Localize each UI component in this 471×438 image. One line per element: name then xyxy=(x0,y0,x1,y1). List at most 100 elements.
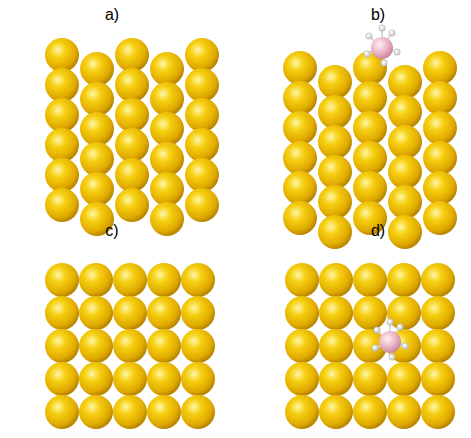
gold-atom xyxy=(185,188,219,222)
panel-letter: b) xyxy=(371,6,385,24)
gold-atom xyxy=(388,65,422,99)
gold-atom xyxy=(423,51,457,85)
gold-atom xyxy=(185,158,219,192)
gold-atom xyxy=(421,329,455,363)
gold-atom xyxy=(421,395,455,429)
gold-atom xyxy=(113,329,147,363)
gold-atom xyxy=(45,188,79,222)
gold-atom xyxy=(45,98,79,132)
gold-atom xyxy=(113,263,147,297)
gold-atom xyxy=(79,362,113,396)
gold-atom xyxy=(80,172,114,206)
gold-atom xyxy=(353,81,387,115)
gold-atom xyxy=(353,395,387,429)
gold-atom xyxy=(147,296,181,330)
gold-atom xyxy=(423,141,457,175)
adsorbed-molecule xyxy=(372,319,408,360)
gold-atom xyxy=(185,68,219,102)
gold-atom xyxy=(181,329,215,363)
gold-atom xyxy=(283,81,317,115)
hydrogen-atom xyxy=(387,319,393,325)
gold-atom xyxy=(319,362,353,396)
gold-atom xyxy=(181,263,215,297)
gold-atom xyxy=(45,158,79,192)
gold-atom xyxy=(115,158,149,192)
gold-atom xyxy=(79,263,113,297)
gold-atom xyxy=(185,38,219,72)
gold-atom xyxy=(147,395,181,429)
gold-atom xyxy=(79,296,113,330)
gold-atom xyxy=(147,263,181,297)
gold-atom xyxy=(319,329,353,363)
gold-atom xyxy=(150,52,184,86)
top-view-slab-adsorbate xyxy=(285,263,455,429)
gold-atom xyxy=(388,215,422,249)
gold-atom xyxy=(147,362,181,396)
hydrogen-atom xyxy=(389,30,395,36)
gold-atom xyxy=(353,263,387,297)
gold-atom xyxy=(353,171,387,205)
central-atom xyxy=(371,37,393,59)
gold-atom xyxy=(319,296,353,330)
gold-atom xyxy=(318,65,352,99)
hydrogen-atom xyxy=(402,343,408,349)
gold-atom xyxy=(185,128,219,162)
gold-atom xyxy=(115,188,149,222)
gold-atom xyxy=(80,112,114,146)
hydrogen-atom xyxy=(374,327,380,333)
gold-atom xyxy=(318,215,352,249)
gold-atom xyxy=(285,263,319,297)
gold-atom xyxy=(318,155,352,189)
gold-atom xyxy=(150,142,184,176)
gold-atom xyxy=(115,128,149,162)
gold-atom xyxy=(388,95,422,129)
gold-atom xyxy=(45,38,79,72)
hydrogen-atom xyxy=(381,60,387,66)
gold-atom xyxy=(45,395,79,429)
hydrogen-atom xyxy=(379,25,385,31)
gold-atom xyxy=(388,125,422,159)
side-view-slab-adsorbate xyxy=(283,25,457,249)
side-view-slab xyxy=(45,38,219,236)
panel-letter: d) xyxy=(371,222,385,240)
hydrogen-atom xyxy=(389,354,395,360)
gold-atom xyxy=(113,362,147,396)
gold-atom xyxy=(79,329,113,363)
gold-atom xyxy=(353,141,387,175)
hydrogen-atom xyxy=(397,324,403,330)
hydrogen-atom xyxy=(366,33,372,39)
gold-atom xyxy=(45,263,79,297)
gold-atom xyxy=(45,68,79,102)
gold-atom xyxy=(185,98,219,132)
gold-atom xyxy=(80,82,114,116)
gold-atom xyxy=(387,263,421,297)
gold-atom xyxy=(423,201,457,235)
gold-atom xyxy=(319,395,353,429)
gold-atom xyxy=(318,125,352,159)
gold-atom xyxy=(80,52,114,86)
gold-atom xyxy=(150,82,184,116)
gold-atom xyxy=(387,296,421,330)
adsorbed-molecule xyxy=(364,25,400,66)
gold-atom xyxy=(283,141,317,175)
gold-atom xyxy=(45,362,79,396)
gold-atom xyxy=(353,111,387,145)
gold-atom xyxy=(181,296,215,330)
gold-atom xyxy=(113,395,147,429)
top-view-slab xyxy=(45,263,215,429)
hydrogen-atom xyxy=(372,345,378,351)
central-atom xyxy=(379,331,401,353)
gold-atom xyxy=(181,362,215,396)
gold-atom xyxy=(388,155,422,189)
gold-atom xyxy=(353,362,387,396)
gold-atom xyxy=(423,81,457,115)
gold-atom xyxy=(421,362,455,396)
gold-atom xyxy=(283,171,317,205)
gold-atom xyxy=(283,51,317,85)
gold-atom xyxy=(319,263,353,297)
gold-atom xyxy=(388,185,422,219)
gold-atom xyxy=(423,171,457,205)
gold-atom xyxy=(45,296,79,330)
